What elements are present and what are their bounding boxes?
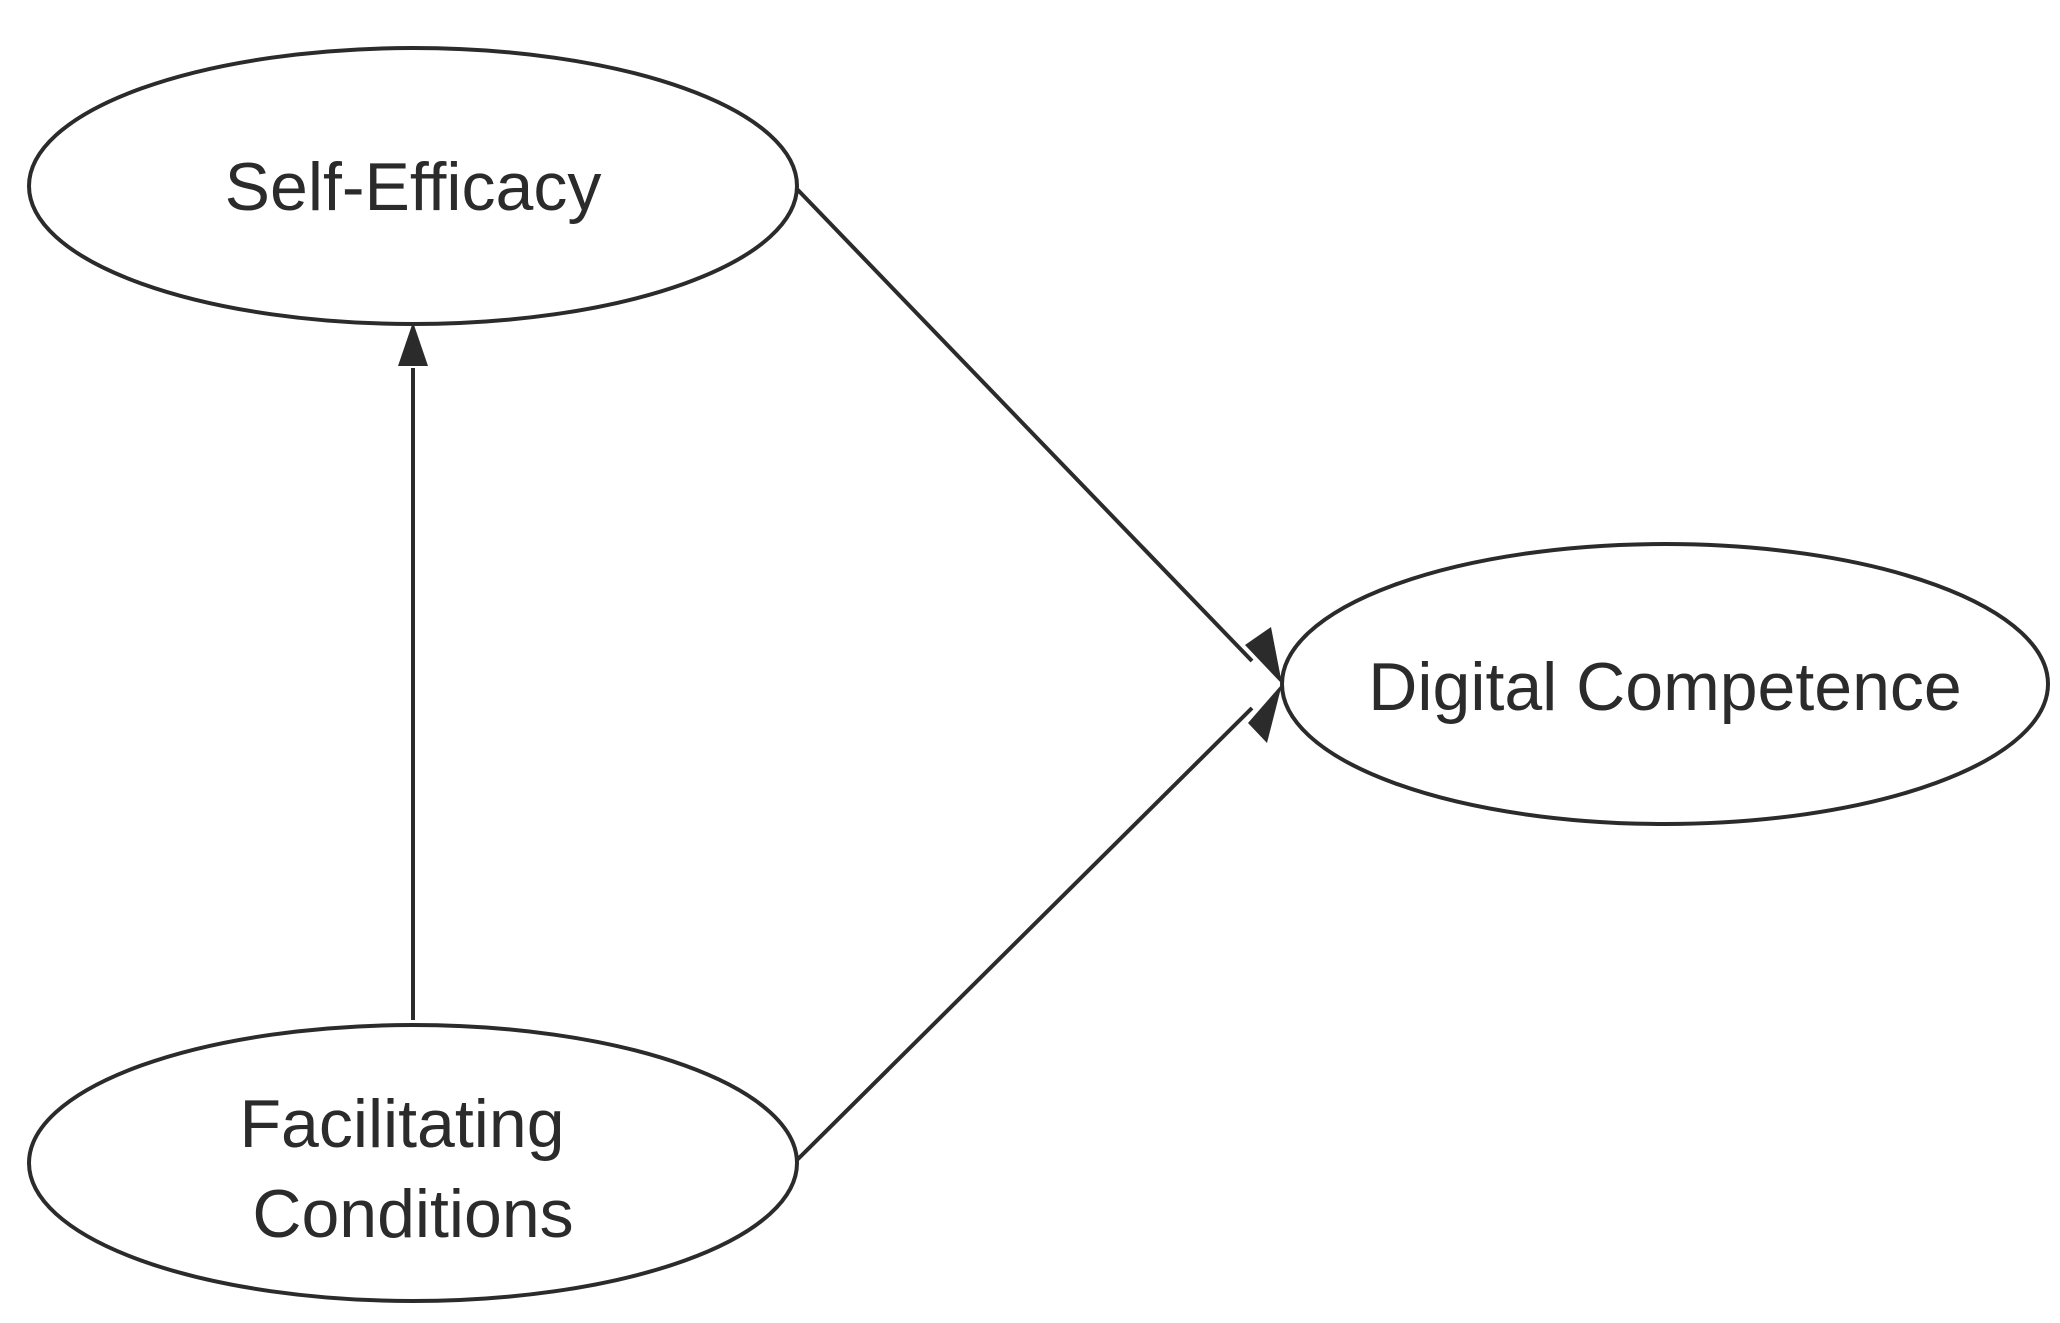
node-facilitating-conditions: Facilitating Conditions: [27, 1023, 799, 1303]
arrowhead-digital-competence-top: [1245, 627, 1282, 684]
facilitating-conditions-label-line2: Conditions: [252, 1176, 573, 1252]
digital-competence-ellipse: [1280, 542, 2050, 826]
facilitating-conditions-ellipse: [27, 1023, 799, 1303]
edge-self-efficacy-to-digital-competence: [794, 186, 1254, 663]
node-digital-competence: Digital Competence: [1280, 542, 2050, 826]
facilitating-conditions-label-line1: Facilitating: [239, 1086, 564, 1162]
arrowhead-self-efficacy: [398, 322, 428, 366]
arrowhead-digital-competence-bottom: [1248, 684, 1282, 743]
edges: [398, 186, 1282, 1163]
self-efficacy-label: Self-Efficacy: [225, 149, 602, 225]
edge-facilitating-to-digital-competence: [794, 706, 1254, 1163]
node-self-efficacy: Self-Efficacy: [27, 46, 799, 326]
self-efficacy-ellipse: [27, 46, 799, 326]
digital-competence-label: Digital Competence: [1368, 649, 1961, 725]
